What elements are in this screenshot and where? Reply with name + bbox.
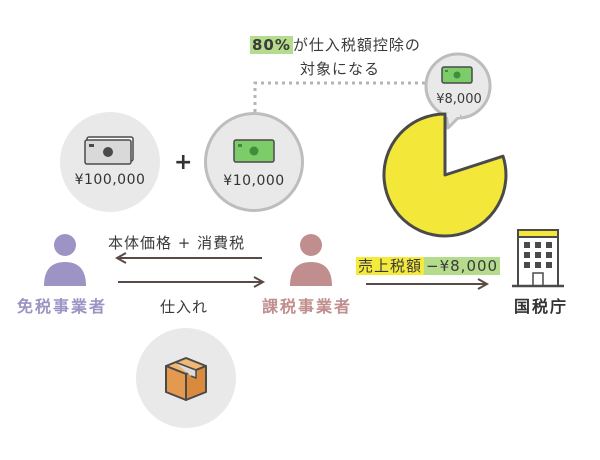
purchase-label: 仕入れ — [160, 298, 209, 316]
goods-circle — [136, 328, 236, 428]
exempt-person-icon — [44, 234, 86, 286]
deduction-note-line1: 80%が仕入税額控除の — [250, 34, 421, 55]
sales-tax-amount: −¥8,000 — [424, 257, 501, 275]
deduction-note-text: が仕入税額控除の — [292, 36, 421, 54]
taxable-person-icon — [290, 234, 332, 286]
building-icon — [512, 229, 564, 288]
cash-stack-icon — [84, 136, 134, 165]
sales-tax-label: 売上税額−¥8,000 — [356, 255, 501, 276]
cash-icon — [441, 66, 473, 84]
pie-chart — [382, 112, 508, 238]
taxable-label: 課税事業者 — [262, 297, 353, 316]
cash-circle-big: ¥100,000 — [60, 112, 160, 212]
cash-circle-small: ¥10,000 — [204, 112, 304, 212]
small-amount: ¥10,000 — [223, 173, 285, 189]
sales-tax-text: 売上税額 — [356, 257, 425, 275]
big-amount: ¥100,000 — [74, 172, 146, 188]
deduction-note-line2: 対象になる — [300, 60, 381, 78]
bubble-amount: ¥8,000 — [436, 92, 482, 107]
deduction-percent: 80% — [250, 36, 293, 54]
tax-office-label: 国税庁 — [514, 297, 569, 316]
exempt-label: 免税事業者 — [17, 297, 108, 316]
price-plus-tax-label: 本体価格 + 消費税 — [108, 234, 246, 252]
box-icon — [165, 357, 207, 401]
plus-sign: + — [174, 150, 193, 175]
cash-icon — [233, 139, 275, 163]
